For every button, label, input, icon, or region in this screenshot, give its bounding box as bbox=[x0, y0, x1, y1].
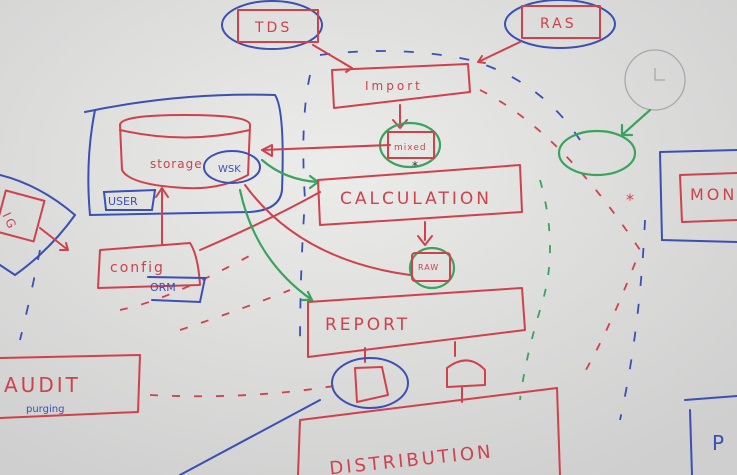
ras-source-ellipse bbox=[504, 0, 616, 49]
orm-box bbox=[147, 276, 207, 304]
storage-raw-link bbox=[244, 184, 411, 276]
import-box bbox=[331, 63, 471, 109]
ig-label: IG bbox=[0, 210, 20, 233]
calc-down-arrow bbox=[417, 221, 433, 246]
arrowhead bbox=[261, 144, 273, 157]
config-to-storage-arrow bbox=[155, 187, 169, 246]
mon-box bbox=[679, 172, 737, 223]
audit-label: AUDIT bbox=[4, 373, 81, 397]
config-box bbox=[97, 242, 201, 289]
wsk-ellipse bbox=[203, 150, 261, 184]
audit-box bbox=[0, 354, 141, 419]
output-ellipse bbox=[331, 357, 409, 409]
config-calc-link bbox=[199, 191, 321, 251]
raw-label: RAW bbox=[418, 263, 439, 272]
dashed-boundaries bbox=[19, 50, 646, 421]
ras-label: RAS bbox=[540, 16, 577, 32]
left-partial-box bbox=[0, 189, 46, 243]
calculation-label: CALCULATION bbox=[340, 189, 492, 209]
storage-to-report-green-arrow bbox=[238, 188, 314, 302]
report-label: REPORT bbox=[325, 315, 410, 335]
left-box-arrow bbox=[39, 227, 69, 251]
ras-box bbox=[521, 5, 601, 39]
clock-hands bbox=[654, 68, 665, 81]
raw-circle bbox=[408, 246, 456, 290]
calculation-box bbox=[317, 164, 523, 226]
mixed-label: mixed bbox=[394, 143, 427, 153]
mon-label: MON bbox=[690, 185, 737, 204]
report-down-arrows bbox=[364, 341, 456, 363]
tds-source-ellipse bbox=[221, 0, 323, 50]
p-label: P bbox=[712, 431, 724, 455]
report-output-document bbox=[354, 366, 389, 403]
tds-label: TDS bbox=[254, 20, 292, 36]
import-label: Import bbox=[365, 79, 423, 93]
storage-label: storage bbox=[150, 157, 203, 171]
p-box bbox=[684, 395, 737, 475]
tds-box bbox=[237, 9, 319, 43]
storage-container bbox=[84, 93, 284, 217]
purging-label: purging bbox=[26, 404, 64, 415]
asterisk-marker: * bbox=[626, 190, 634, 209]
mixed-storage-link bbox=[261, 144, 391, 151]
clock-icon bbox=[624, 49, 686, 111]
distribution-box bbox=[297, 387, 561, 475]
tds-to-import-arrow bbox=[312, 44, 353, 73]
storage-cylinder bbox=[119, 114, 251, 190]
ras-to-import-arrow bbox=[477, 41, 521, 64]
report-box bbox=[307, 287, 526, 358]
mon-container bbox=[659, 149, 737, 243]
wsk-label: WSK bbox=[218, 164, 241, 175]
raw-box bbox=[411, 252, 451, 282]
config-label: config bbox=[110, 260, 165, 276]
user-label: USER bbox=[108, 195, 138, 208]
star-marker: * bbox=[412, 159, 418, 173]
orm-label: ORM bbox=[150, 281, 176, 294]
user-box bbox=[102, 188, 157, 211]
cylinder-top-edge bbox=[119, 129, 251, 139]
clock-to-scheduler-arrow bbox=[620, 108, 652, 137]
blue-connector bbox=[179, 399, 321, 475]
left-partial-ellipse bbox=[0, 174, 77, 277]
scheduler-circle bbox=[557, 129, 637, 177]
